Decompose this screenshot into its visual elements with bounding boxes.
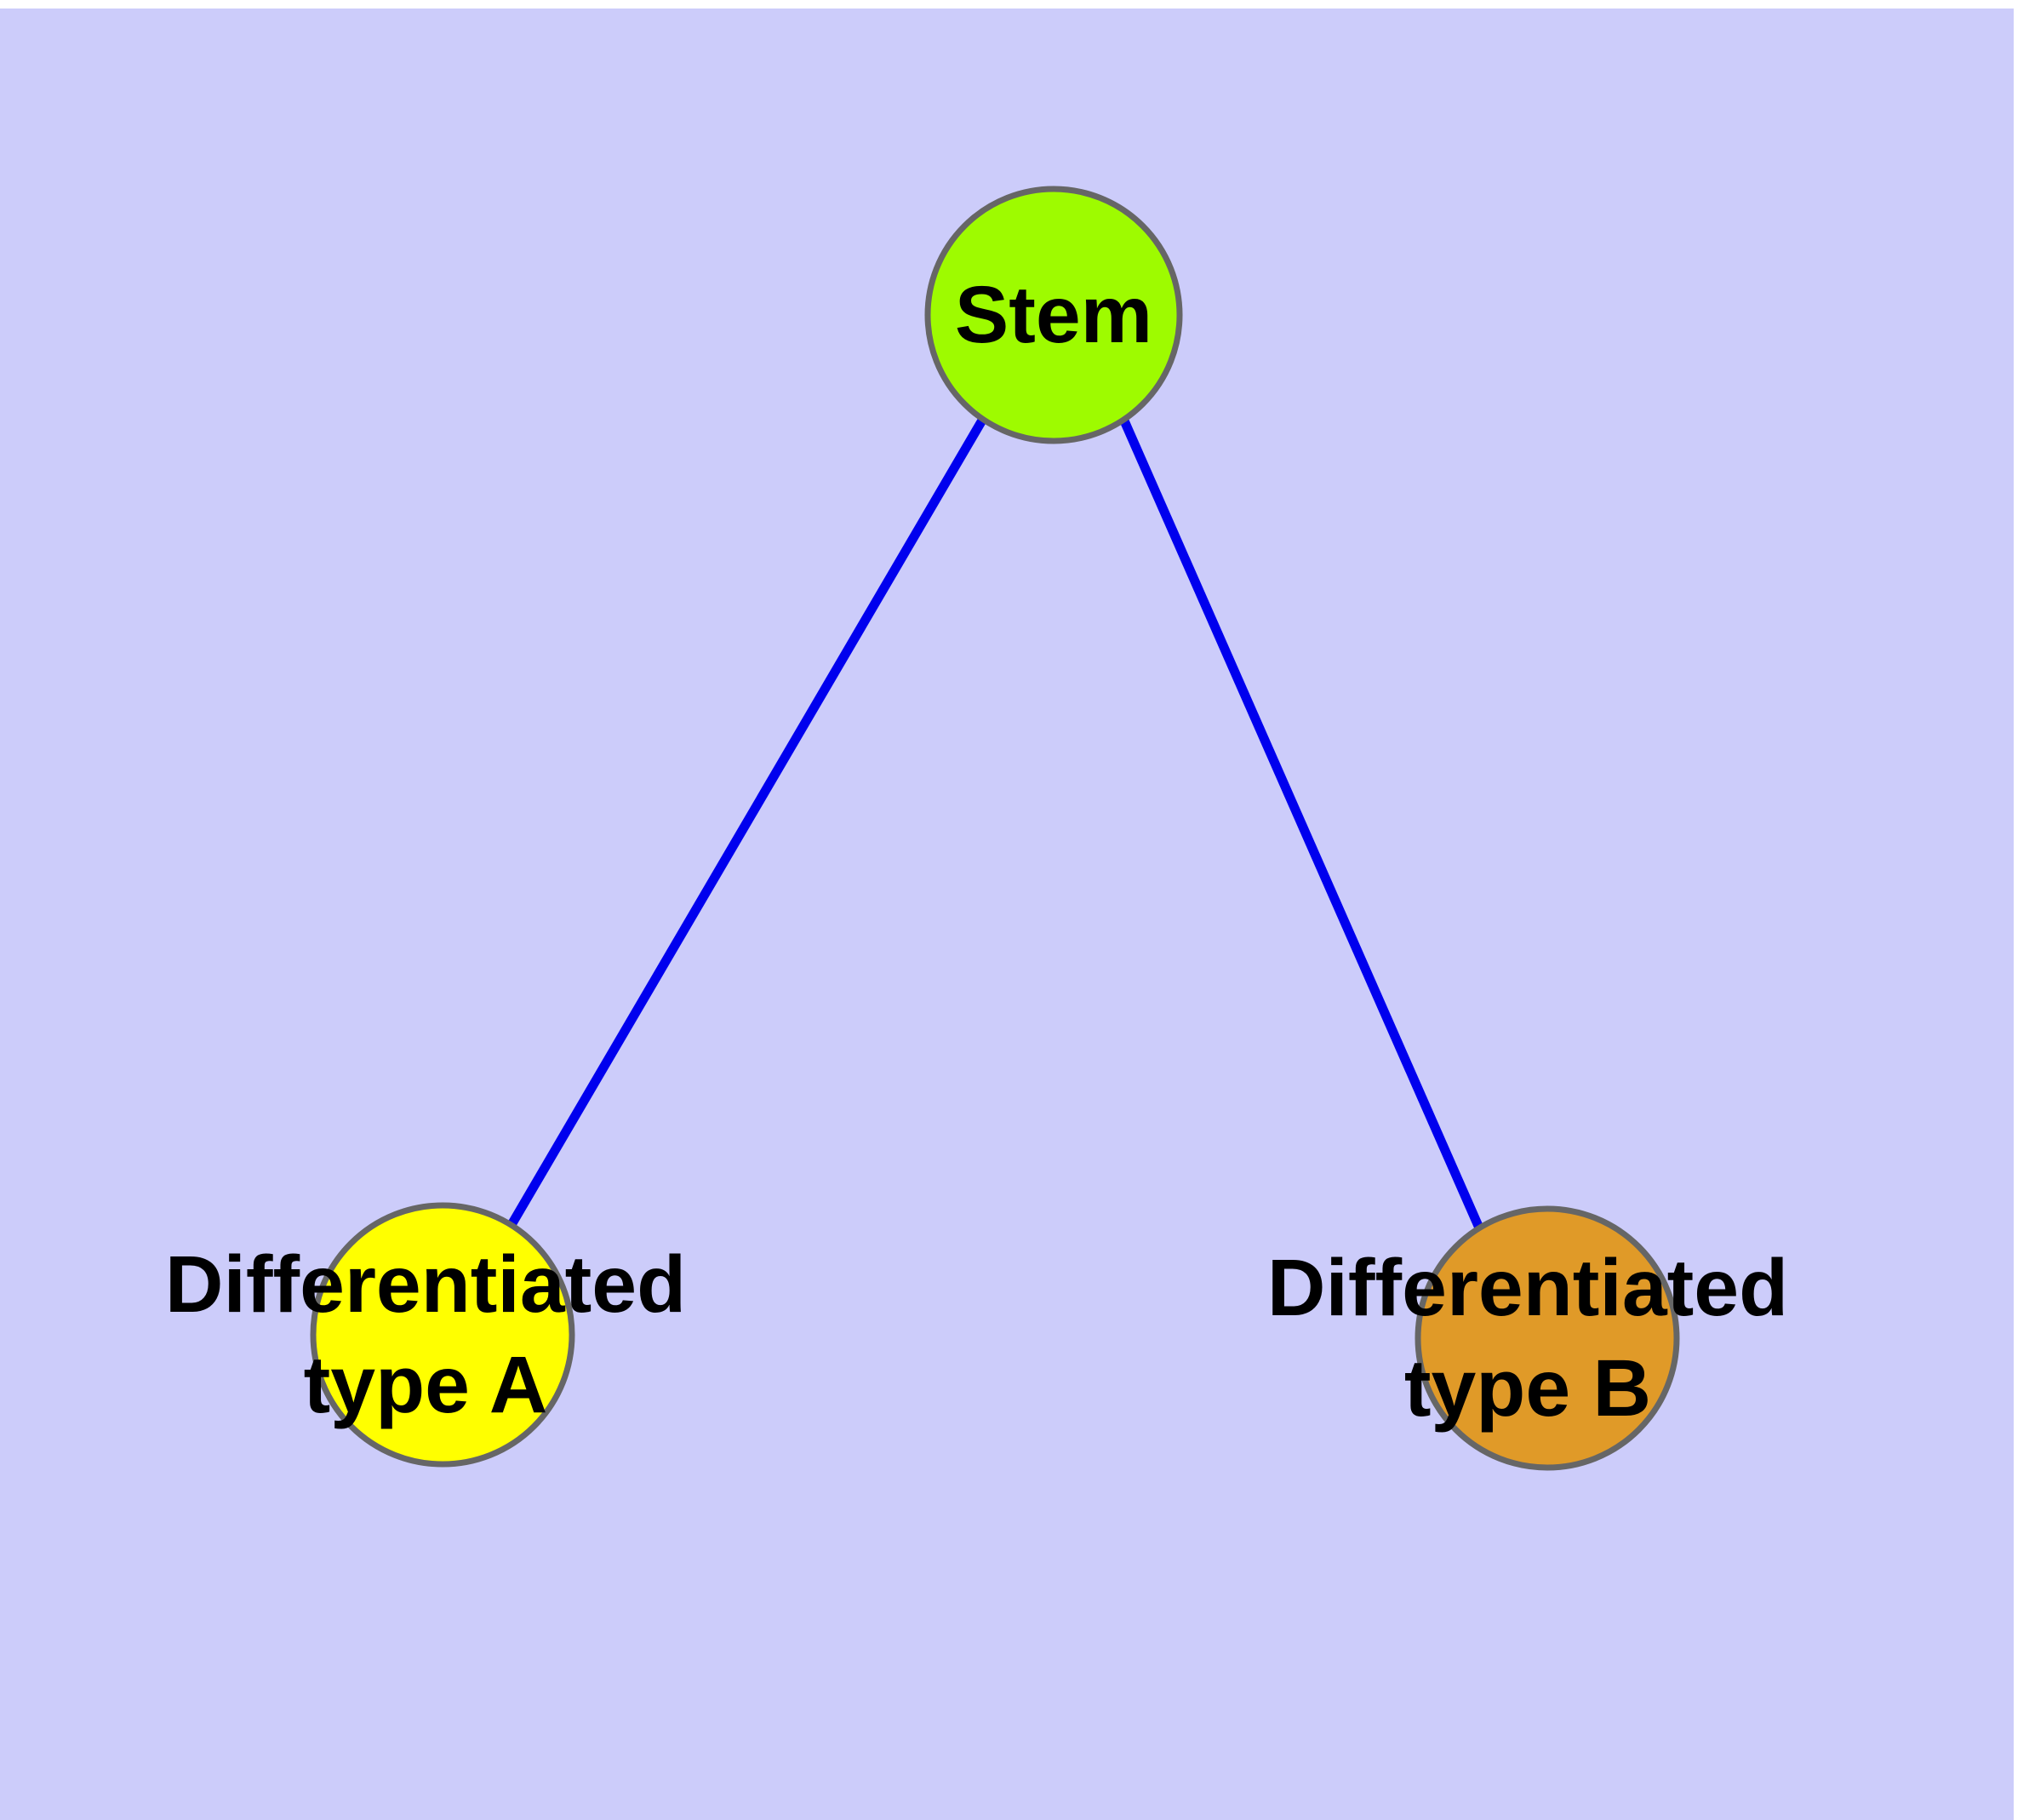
edge-stem-to-diff-a <box>508 416 987 1226</box>
edge-layer <box>508 416 1486 1234</box>
node-differentiated-type-b[interactable] <box>1415 1205 1680 1471</box>
node-stem[interactable] <box>924 186 1183 444</box>
node-layer <box>310 186 1680 1471</box>
node-differentiated-type-a[interactable] <box>310 1202 575 1468</box>
edge-stem-to-diff-b <box>1118 416 1486 1234</box>
